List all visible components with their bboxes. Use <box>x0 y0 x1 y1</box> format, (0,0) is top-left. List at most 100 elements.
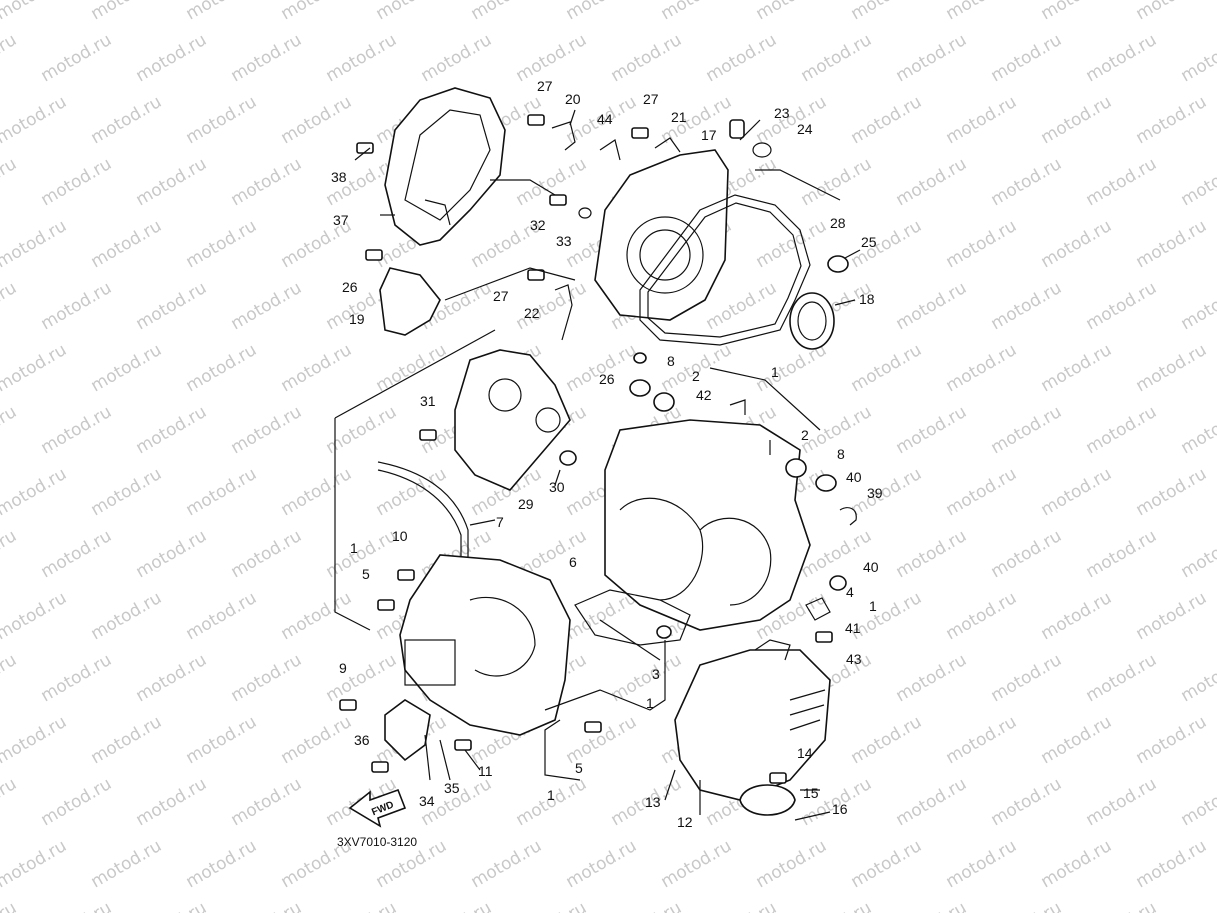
callout-26: 26 <box>599 371 615 387</box>
watermark-text: motod.ru <box>228 774 306 830</box>
side-cover-13-drawing <box>674 649 831 801</box>
watermark-text: motod.ru <box>38 526 116 582</box>
watermark-text: motod.ru <box>1178 898 1217 913</box>
watermark-text: motod.ru <box>0 0 70 24</box>
watermark-text: motod.ru <box>278 92 356 148</box>
clamp-15-drawing <box>739 784 796 816</box>
callout-4: 4 <box>846 584 854 600</box>
watermark-text: motod.ru <box>893 30 971 86</box>
watermark-text: motod.ru <box>1178 402 1217 458</box>
watermark-text: motod.ru <box>563 340 641 396</box>
watermark-text: motod.ru <box>988 30 1066 86</box>
watermark-text: motod.ru <box>0 402 20 458</box>
watermark-text: motod.ru <box>1038 0 1116 24</box>
gasket-28-drawing <box>639 194 811 346</box>
watermark-text: motod.ru <box>1133 340 1211 396</box>
watermark-text: motod.ru <box>1038 712 1116 768</box>
watermark-text: motod.ru <box>183 92 261 148</box>
watermark-text: motod.ru <box>88 92 166 148</box>
callout-20: 20 <box>565 91 581 107</box>
watermark-text: motod.ru <box>798 154 876 210</box>
watermark-text: motod.ru <box>1083 774 1161 830</box>
watermark-text: motod.ru <box>183 588 261 644</box>
callout-34: 34 <box>419 793 435 809</box>
watermark-text: motod.ru <box>1133 836 1211 892</box>
watermark-text: motod.ru <box>848 836 926 892</box>
watermark-text: motod.ru <box>848 712 926 768</box>
watermark-text: motod.ru <box>1133 712 1211 768</box>
watermark-text: motod.ru <box>0 340 70 396</box>
diagram-code: 3XV7010-3120 <box>337 835 417 849</box>
ring-24-drawing <box>752 142 772 158</box>
watermark-text: motod.ru <box>848 216 926 272</box>
watermark-text: motod.ru <box>38 30 116 86</box>
watermark-text: motod.ru <box>1038 340 1116 396</box>
callout-1: 1 <box>771 364 779 380</box>
watermark-text: motod.ru <box>893 402 971 458</box>
watermark-text: motod.ru <box>943 588 1021 644</box>
watermark-text: motod.ru <box>658 92 736 148</box>
watermark-text: motod.ru <box>703 30 781 86</box>
watermark-text: motod.ru <box>133 898 211 913</box>
watermark-text: motod.ru <box>0 588 70 644</box>
watermark-text: motod.ru <box>88 464 166 520</box>
callout-26: 26 <box>342 279 358 295</box>
watermark-text: motod.ru <box>1038 92 1116 148</box>
callout-29: 29 <box>518 496 534 512</box>
plug-23-drawing <box>729 119 745 139</box>
watermark-text: motod.ru <box>848 92 926 148</box>
watermark-text: motod.ru <box>183 340 261 396</box>
watermark-text: motod.ru <box>88 588 166 644</box>
callout-13: 13 <box>645 794 661 810</box>
oil-seal-18-drawing <box>789 292 835 350</box>
callout-1: 1 <box>350 540 358 556</box>
watermark-text: motod.ru <box>658 0 736 24</box>
callout-8: 8 <box>667 353 675 369</box>
watermark-text: motod.ru <box>988 774 1066 830</box>
watermark-text: motod.ru <box>703 898 781 913</box>
callout-36: 36 <box>354 732 370 748</box>
watermark-text: motod.ru <box>0 774 20 830</box>
watermark-text: motod.ru <box>278 340 356 396</box>
watermark-text: motod.ru <box>38 774 116 830</box>
callout-15: 15 <box>803 785 819 801</box>
watermark-text: motod.ru <box>1133 92 1211 148</box>
part-drawings <box>339 87 857 828</box>
watermark-text: motod.ru <box>988 278 1066 334</box>
gasket-6-drawing <box>574 589 691 646</box>
callout-12: 12 <box>677 814 693 830</box>
crankcase-cover-drawing <box>594 149 729 321</box>
watermark-text: motod.ru <box>893 650 971 706</box>
watermark-text: motod.ru <box>1178 526 1217 582</box>
callout-40: 40 <box>863 559 879 575</box>
watermark-text: motod.ru <box>0 650 20 706</box>
fwd-arrow-drawing <box>348 788 407 828</box>
watermark-text: motod.ru <box>323 30 401 86</box>
watermark-text: motod.ru <box>0 712 70 768</box>
watermark-text: motod.ru <box>1178 278 1217 334</box>
watermark-text: motod.ru <box>88 836 166 892</box>
callout-24: 24 <box>797 121 813 137</box>
watermark-text: motod.ru <box>38 154 116 210</box>
watermark-text: motod.ru <box>1133 588 1211 644</box>
callout-1: 1 <box>646 695 654 711</box>
callout-6: 6 <box>569 554 577 570</box>
watermark-text: motod.ru <box>88 340 166 396</box>
watermark-text: motod.ru <box>753 836 831 892</box>
callout-18: 18 <box>859 291 875 307</box>
callout-25: 25 <box>861 234 877 250</box>
watermark-text: motod.ru <box>753 216 831 272</box>
watermark-text: motod.ru <box>183 836 261 892</box>
watermark-text: motod.ru <box>418 898 496 913</box>
callout-27: 27 <box>643 91 659 107</box>
watermark-text: motod.ru <box>753 0 831 24</box>
watermark-text: motod.ru <box>1038 216 1116 272</box>
watermark-text: motod.ru <box>228 402 306 458</box>
watermark-text: motod.ru <box>88 712 166 768</box>
watermark-text: motod.ru <box>988 402 1066 458</box>
callout-5: 5 <box>575 760 583 776</box>
watermark-text: motod.ru <box>38 898 116 913</box>
watermark-text: motod.ru <box>323 402 401 458</box>
callout-1: 1 <box>869 598 877 614</box>
